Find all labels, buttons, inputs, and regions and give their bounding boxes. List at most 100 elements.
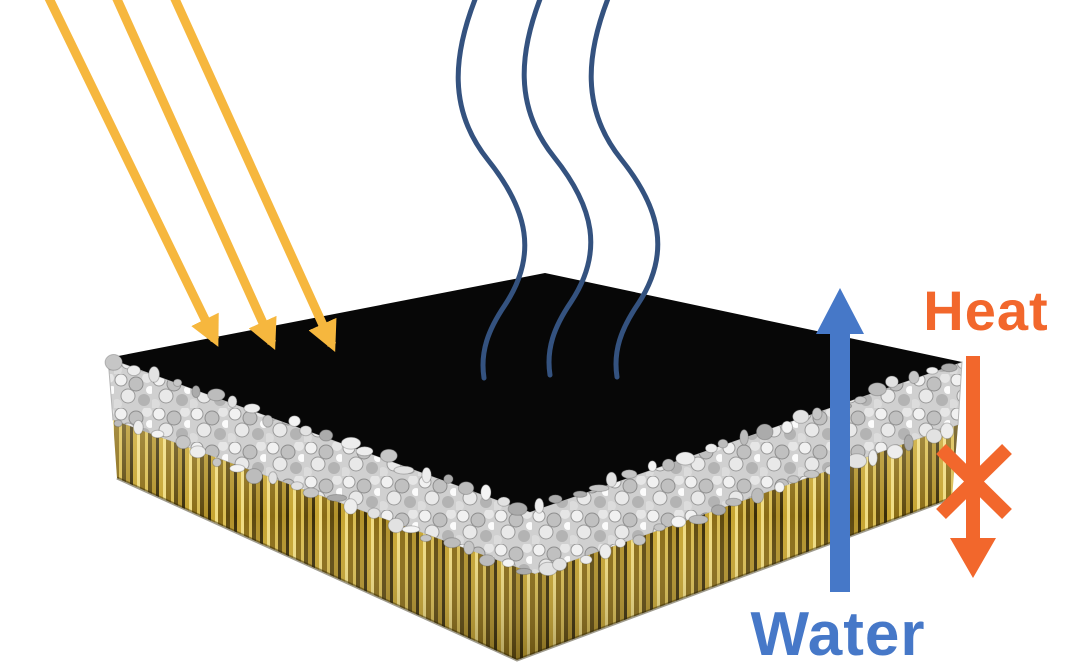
gold-layer-shading — [113, 420, 958, 660]
gold-layer-bottom-edge — [116, 476, 953, 662]
foam-bubble — [150, 429, 165, 439]
foam-bubble — [343, 498, 358, 515]
foam-bubble — [318, 429, 334, 442]
foam-bubble — [243, 403, 261, 414]
foam-bubble — [326, 494, 348, 502]
foam-bubble — [480, 484, 492, 501]
foam-bubble — [885, 375, 899, 388]
foam-bubble — [443, 537, 461, 549]
foam-bubble — [675, 451, 696, 466]
vapor-stream-icon — [521, 0, 594, 378]
foam-bubble — [605, 471, 618, 488]
foam-bubble — [588, 484, 610, 493]
foam-bubble — [443, 474, 454, 484]
foam-bubble — [755, 423, 774, 441]
vapor-stream-icon — [588, 0, 661, 380]
foam-bubble — [229, 464, 246, 473]
foam-bubble — [867, 449, 878, 467]
foam-bubble — [867, 382, 887, 397]
foam-bubble — [710, 504, 727, 516]
foam-bubble — [940, 422, 955, 440]
foam-bubble — [614, 538, 627, 548]
foam-bubble — [647, 460, 658, 472]
foam-bubble — [497, 496, 511, 507]
foam-bubble — [751, 487, 765, 504]
foam-bubble — [288, 415, 301, 428]
foam-bubble — [104, 354, 123, 371]
foam-bubble — [515, 567, 533, 576]
vapor-streams — [455, 0, 661, 381]
foam-bubble — [421, 467, 432, 484]
heat-down-arrow-icon — [950, 356, 996, 578]
foam-bubble — [379, 448, 398, 463]
sunlight-ray-icon — [112, 0, 277, 350]
foam-bubble — [572, 490, 588, 498]
foam-bubble — [552, 557, 568, 572]
sunlight-rays — [44, 0, 337, 352]
foam-bubble — [534, 497, 545, 514]
foam-bubble — [207, 388, 226, 402]
foam-bubble — [227, 395, 238, 409]
foam-bubble — [393, 465, 415, 475]
foam-bubble — [803, 469, 820, 479]
foam-bubble — [903, 434, 914, 452]
foam-bubble — [148, 366, 161, 383]
foam-bubble — [787, 475, 800, 484]
foam-bubble — [463, 540, 475, 555]
foam-bubble — [367, 507, 381, 520]
heat-block-x-icon — [936, 444, 1012, 519]
water-label: Water — [751, 600, 926, 669]
foam-bubble — [725, 497, 742, 507]
foam-bubble — [653, 523, 666, 532]
foam-bubble — [704, 443, 718, 454]
foam-bubble — [507, 502, 528, 516]
foam-bubble — [792, 409, 810, 424]
heat-blocked-arrow — [936, 356, 1012, 578]
foam-bubble — [501, 558, 515, 568]
foam-bubble — [175, 435, 191, 450]
foam-bubble — [621, 469, 638, 479]
foam-bubble — [457, 481, 475, 496]
foam-bubble — [940, 363, 958, 373]
foam-bubble — [113, 419, 123, 428]
foam-bubble — [811, 407, 823, 421]
foam-bubble — [854, 395, 867, 405]
foam-bubble — [387, 517, 405, 534]
foam-bubble — [419, 534, 432, 543]
foam-bubble — [212, 457, 222, 468]
foam-bubble — [245, 468, 263, 485]
sunlight-ray-icon — [44, 0, 220, 347]
foam-bubble — [661, 458, 676, 472]
foam-bubble — [717, 438, 729, 449]
foam-bubble — [908, 370, 920, 385]
foam-bubble — [579, 554, 593, 565]
foam-bubble — [670, 515, 687, 528]
foam-bubble — [172, 378, 183, 387]
foam-bubble — [739, 429, 749, 446]
sunlight-ray-icon — [170, 0, 337, 352]
foam-bubble — [340, 436, 362, 450]
foam-bubble — [774, 481, 785, 494]
foam-bubble — [599, 543, 612, 560]
foam-bubble — [688, 514, 709, 525]
foam-bubble — [781, 420, 793, 434]
foam-bubble — [189, 445, 207, 459]
vapor-stream-icon — [455, 0, 528, 381]
gold-layer-face — [113, 420, 958, 662]
foam-bubble — [401, 525, 421, 534]
foam-bubble — [355, 446, 374, 457]
foam-bubble — [132, 419, 144, 435]
heat-label: Heat — [923, 279, 1048, 342]
foam-bubble — [886, 444, 904, 460]
foam-bubble — [302, 487, 320, 499]
foam-bubble — [299, 425, 313, 437]
foam-bubble — [548, 494, 563, 504]
foam-bubble — [126, 364, 141, 377]
foam-bubble — [290, 481, 304, 491]
foam-bubbles-texture — [104, 354, 958, 577]
foam-bubble — [632, 534, 647, 546]
foam-bubble — [925, 428, 943, 444]
water-up-arrow-icon — [816, 288, 864, 592]
